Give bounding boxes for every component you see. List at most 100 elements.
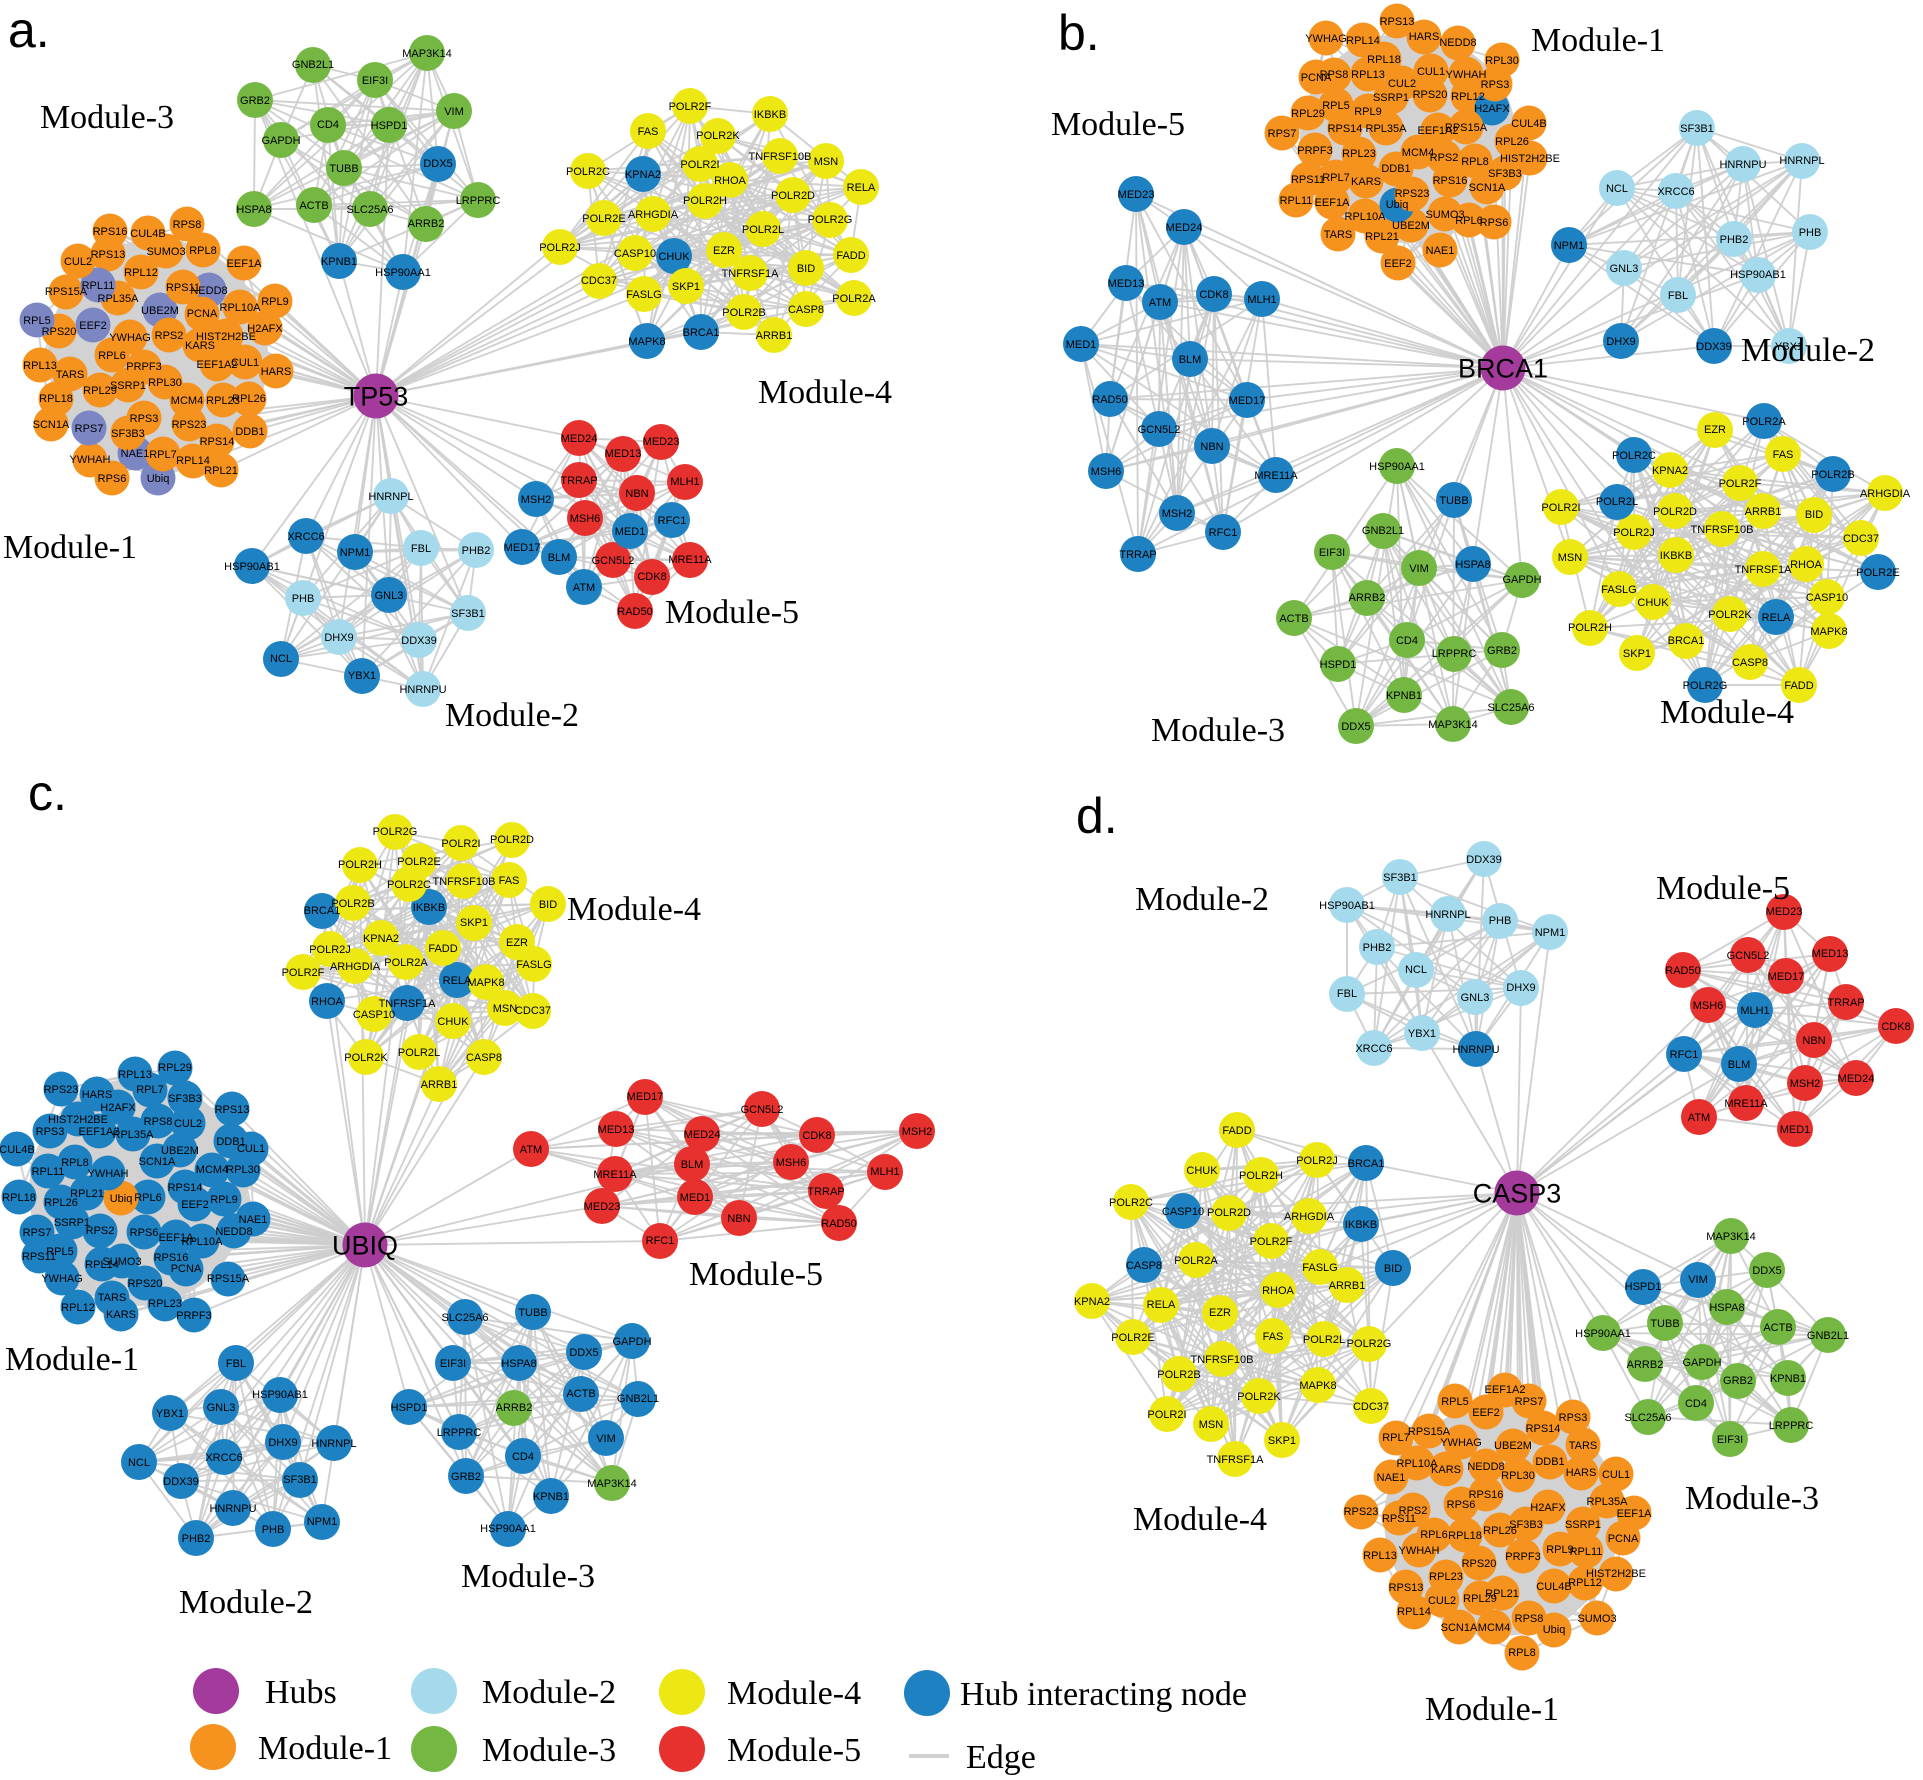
svg-text:RPS6: RPS6 <box>98 473 127 485</box>
svg-text:RPL12: RPL12 <box>124 267 158 279</box>
svg-text:RFC1: RFC1 <box>1209 527 1238 539</box>
svg-text:RPS3: RPS3 <box>36 1126 65 1138</box>
svg-text:HARS: HARS <box>1409 31 1440 43</box>
svg-text:NBN: NBN <box>625 488 648 500</box>
svg-text:ATM: ATM <box>573 582 595 594</box>
svg-text:Module-4: Module-4 <box>1660 694 1794 731</box>
svg-text:RPL26: RPL26 <box>232 393 266 405</box>
svg-text:FBL: FBL <box>226 1358 246 1370</box>
svg-text:PRPF3: PRPF3 <box>1505 1551 1540 1563</box>
svg-text:CUL2: CUL2 <box>1388 78 1416 90</box>
svg-text:HARS: HARS <box>261 366 292 378</box>
svg-text:FBL: FBL <box>1668 290 1688 302</box>
svg-text:Module-2: Module-2 <box>445 697 579 734</box>
svg-text:EZR: EZR <box>713 245 735 257</box>
svg-text:RPL7: RPL7 <box>1322 172 1350 184</box>
svg-text:FASLG: FASLG <box>1601 584 1636 596</box>
svg-text:POLR2J: POLR2J <box>1296 1155 1338 1167</box>
svg-text:EZR: EZR <box>506 937 528 949</box>
svg-text:Hub interacting node: Hub interacting node <box>960 1676 1247 1713</box>
svg-text:YWHAG: YWHAG <box>109 332 151 344</box>
svg-text:MED13: MED13 <box>605 448 642 460</box>
svg-text:HNRNPL: HNRNPL <box>1425 909 1470 921</box>
svg-text:RPS16: RPS16 <box>1433 175 1468 187</box>
svg-text:RPL6: RPL6 <box>1455 215 1483 227</box>
svg-text:POLR2D: POLR2D <box>1207 1207 1251 1219</box>
svg-text:ATM: ATM <box>1149 297 1171 309</box>
svg-text:KARS: KARS <box>106 1309 136 1321</box>
svg-text:RPL13: RPL13 <box>23 360 57 372</box>
svg-text:BLM: BLM <box>1179 354 1202 366</box>
svg-text:IKBKB: IKBKB <box>413 902 445 914</box>
svg-text:RPL9: RPL9 <box>1546 1544 1574 1556</box>
svg-text:TUBB: TUBB <box>1650 1318 1679 1330</box>
svg-text:GRB2: GRB2 <box>240 95 270 107</box>
svg-text:MAP3K14: MAP3K14 <box>1428 719 1478 731</box>
svg-text:FAS: FAS <box>1773 449 1794 461</box>
svg-text:GCN5L2: GCN5L2 <box>1138 424 1181 436</box>
svg-text:RPS14: RPS14 <box>200 436 235 448</box>
svg-text:HSPD1: HSPD1 <box>1320 659 1357 671</box>
svg-text:POLR2I: POLR2I <box>1147 1409 1186 1421</box>
svg-text:TP53: TP53 <box>344 382 409 412</box>
svg-text:NPM1: NPM1 <box>340 547 371 559</box>
svg-text:FASLG: FASLG <box>1302 1262 1337 1274</box>
svg-text:RAD50: RAD50 <box>1092 394 1127 406</box>
svg-text:YBX1: YBX1 <box>348 670 376 682</box>
svg-text:SF3B3: SF3B3 <box>168 1093 202 1105</box>
svg-text:EEF1A: EEF1A <box>227 258 263 270</box>
svg-text:RPL5: RPL5 <box>1322 100 1350 112</box>
svg-text:DDX39: DDX39 <box>163 1476 198 1488</box>
svg-text:POLR2D: POLR2D <box>490 834 534 846</box>
svg-text:SSRP1: SSRP1 <box>1373 92 1409 104</box>
svg-text:POLR2E: POLR2E <box>397 856 440 868</box>
svg-text:Module-2: Module-2 <box>1135 881 1269 918</box>
svg-text:RPL7: RPL7 <box>1382 1432 1410 1444</box>
svg-text:Module-3: Module-3 <box>40 99 174 136</box>
svg-text:RPL13: RPL13 <box>118 1069 152 1081</box>
svg-text:HSP90AB1: HSP90AB1 <box>252 1389 308 1401</box>
svg-text:H2AFX: H2AFX <box>100 1102 136 1114</box>
svg-text:Ubiq: Ubiq <box>110 1193 133 1205</box>
svg-text:MAPK8: MAPK8 <box>628 336 665 348</box>
svg-text:ACTB: ACTB <box>299 200 328 212</box>
svg-text:ATM: ATM <box>1688 1112 1710 1124</box>
svg-text:NCL: NCL <box>1606 183 1628 195</box>
svg-text:RPL11: RPL11 <box>82 280 115 292</box>
svg-text:PHB: PHB <box>1489 915 1512 927</box>
svg-text:SUMO3: SUMO3 <box>102 1256 141 1268</box>
svg-text:RPL30: RPL30 <box>148 377 182 389</box>
svg-text:Ubiq: Ubiq <box>147 473 170 485</box>
svg-text:BLM: BLM <box>1728 1059 1751 1071</box>
svg-text:HNRNPU: HNRNPU <box>1452 1044 1499 1056</box>
svg-text:POLR2A: POLR2A <box>832 293 876 305</box>
svg-text:BRCA1: BRCA1 <box>683 327 720 339</box>
svg-text:TUBB: TUBB <box>1439 495 1468 507</box>
svg-text:RPL23: RPL23 <box>1342 148 1376 160</box>
svg-text:RPL18: RPL18 <box>2 1192 36 1204</box>
svg-text:POLR2I: POLR2I <box>680 159 719 171</box>
svg-text:RPL23: RPL23 <box>1429 1571 1463 1583</box>
svg-text:RPS3: RPS3 <box>1481 79 1510 91</box>
svg-text:MSN: MSN <box>814 156 839 168</box>
svg-text:RELA: RELA <box>1147 1299 1176 1311</box>
svg-text:TARS: TARS <box>56 369 85 381</box>
svg-text:POLR2I: POLR2I <box>1541 502 1580 514</box>
svg-text:KPNA2: KPNA2 <box>625 169 661 181</box>
svg-text:CD4: CD4 <box>1396 635 1418 647</box>
svg-text:RPS8: RPS8 <box>144 1116 173 1128</box>
svg-text:RAD50: RAD50 <box>821 1218 856 1230</box>
svg-text:ARRB1: ARRB1 <box>1329 1280 1366 1292</box>
svg-text:SUMO3: SUMO3 <box>1425 209 1464 221</box>
svg-text:CHUK: CHUK <box>1186 1165 1218 1177</box>
svg-text:NPM1: NPM1 <box>1535 927 1566 939</box>
svg-text:CD4: CD4 <box>1685 1398 1707 1410</box>
svg-text:POLR2G: POLR2G <box>1683 680 1728 692</box>
svg-text:SKP1: SKP1 <box>460 917 488 929</box>
svg-text:RPS20: RPS20 <box>128 1278 163 1290</box>
svg-text:RPL11: RPL11 <box>32 1166 65 1178</box>
svg-text:POLR2B: POLR2B <box>331 898 374 910</box>
svg-text:RPS13: RPS13 <box>1389 1582 1424 1594</box>
svg-text:DDB1: DDB1 <box>1381 163 1410 175</box>
svg-text:MSH2: MSH2 <box>521 494 552 506</box>
